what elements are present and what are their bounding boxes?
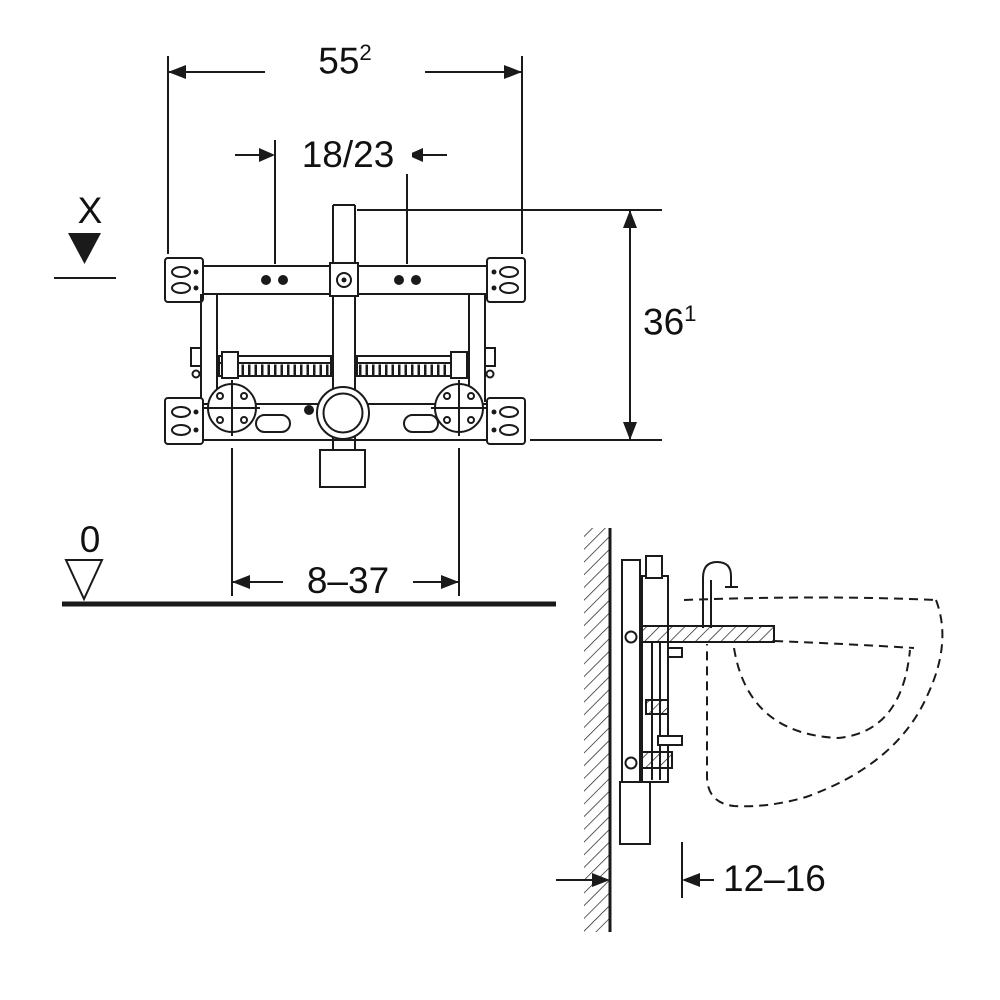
dim-bolt-spacing-label: 18/23 — [284, 136, 412, 174]
dim-wall-distance-label: 12–16 — [718, 860, 831, 898]
marker-x-symbol — [54, 233, 116, 279]
fixing-flanges — [204, 380, 487, 440]
front-view — [54, 56, 662, 607]
dim-height-label: 361 — [638, 301, 702, 343]
bidet-outline — [683, 596, 944, 808]
faucet-symbol — [702, 560, 738, 628]
drain-pipe — [319, 449, 366, 488]
side-view — [556, 528, 944, 932]
dim-height — [357, 209, 662, 441]
marker-zero-label: 0 — [66, 521, 114, 559]
ceramic-shelf-section — [641, 625, 775, 643]
side-channels — [190, 294, 496, 402]
dim-wall-distance — [556, 842, 714, 898]
marker-zero-symbol — [62, 559, 556, 607]
adjustment-racks — [218, 351, 468, 379]
wall-section — [584, 528, 612, 932]
dim-width-sup: 2 — [359, 40, 372, 65]
dim-height-value: 36 — [643, 301, 685, 343]
marker-x-label: X — [64, 192, 116, 230]
dim-depth-label: 8–37 — [283, 562, 413, 600]
dim-width-value: 55 — [318, 40, 360, 82]
dim-width-label: 552 — [265, 40, 425, 82]
dim-height-sup: 1 — [684, 301, 697, 326]
frame-profile — [619, 555, 683, 845]
